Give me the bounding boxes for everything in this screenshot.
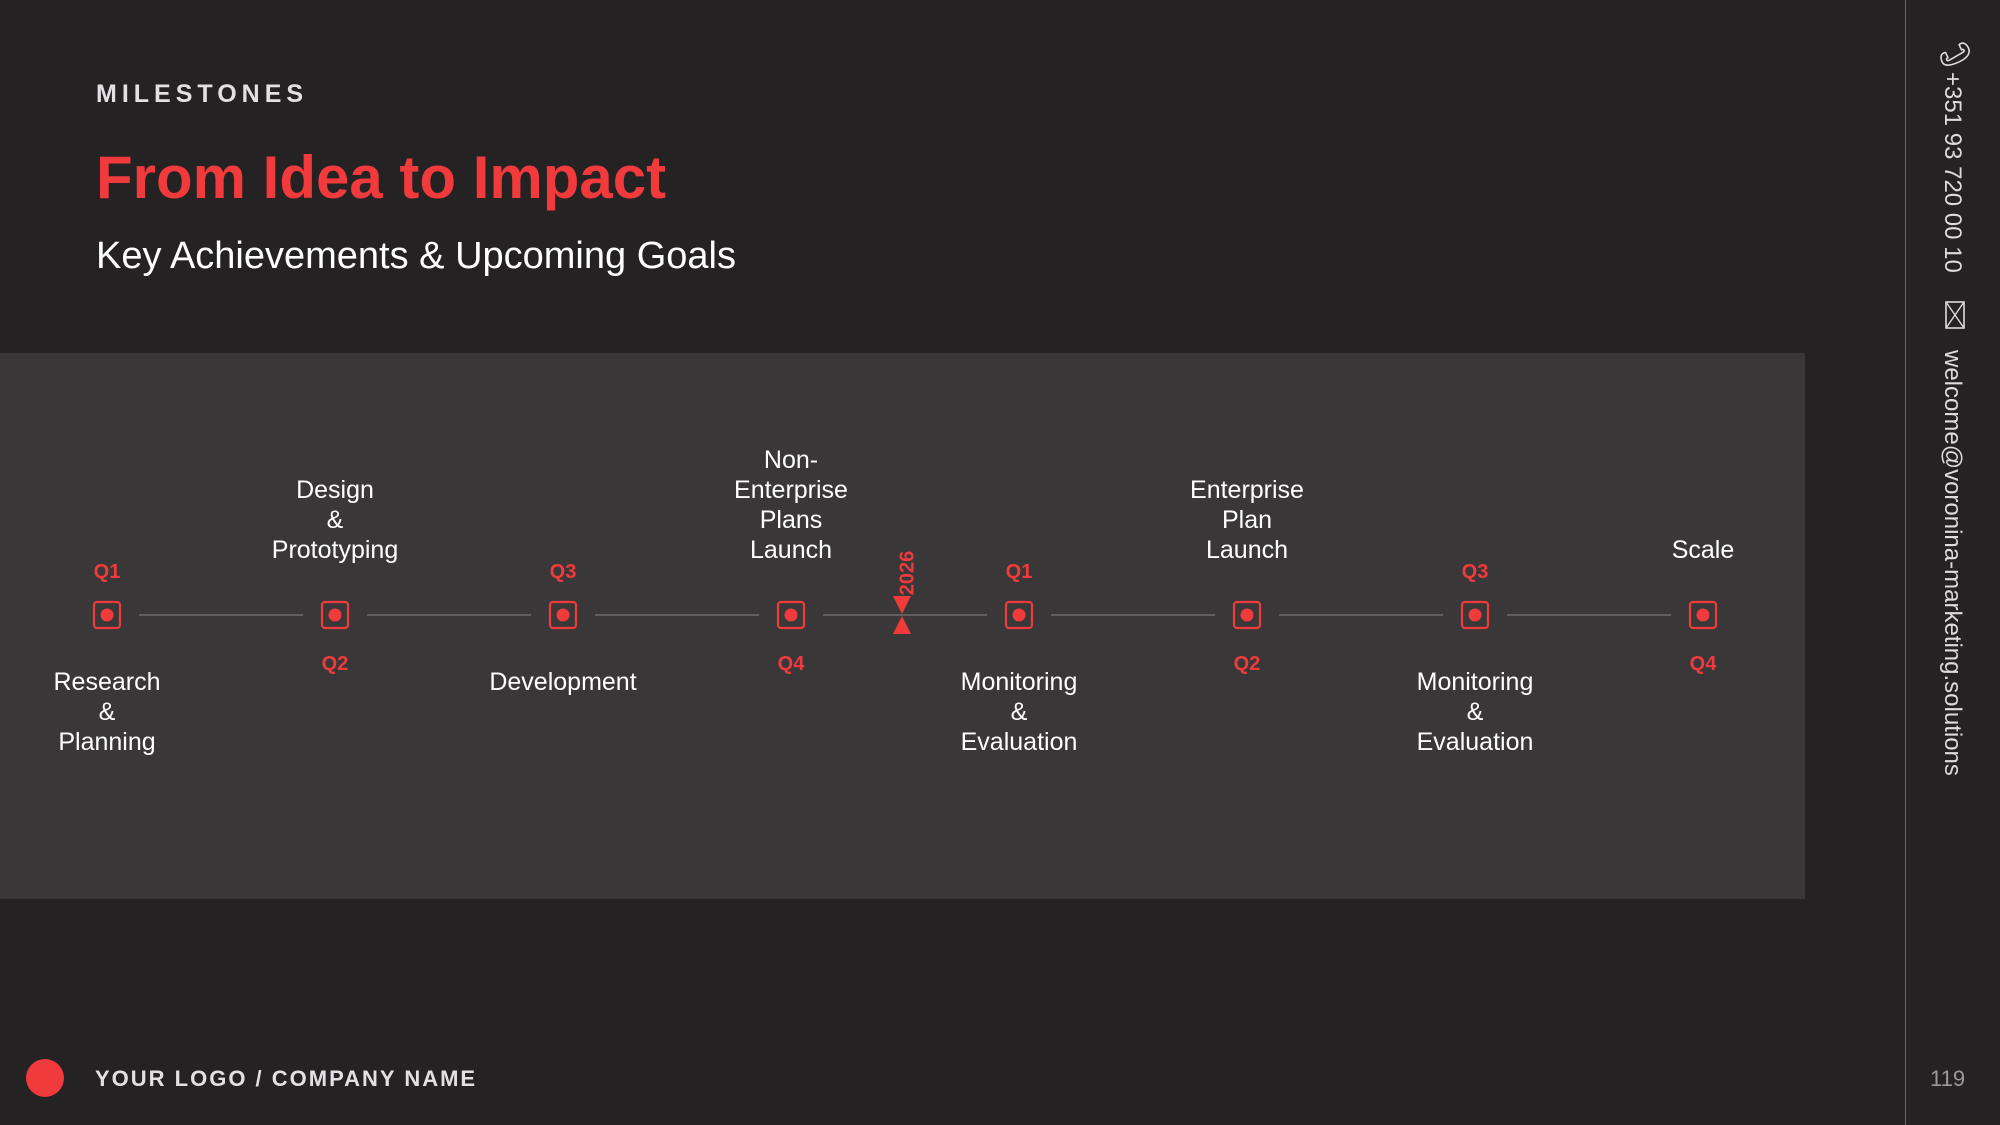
- milestone-quarter: Q2: [321, 653, 349, 675]
- email-address[interactable]: welcome@voronina-marketing.solutions: [1939, 350, 1966, 776]
- phone-number[interactable]: +351 93 720 00 10: [1939, 72, 1966, 273]
- milestone-marker-icon: [1004, 600, 1034, 630]
- milestone-marker-icon: [92, 600, 122, 630]
- sidebar-divider: [1905, 0, 1906, 1125]
- milestone-quarter: Q1: [1005, 561, 1033, 583]
- milestone-label: Scale: [1671, 536, 1735, 564]
- milestone-quarter: Q4: [777, 653, 805, 675]
- phone-icon: [1940, 42, 1970, 66]
- milestone-marker-icon: [776, 600, 806, 630]
- envelope-icon: [1945, 301, 1965, 329]
- milestone-marker-icon: [1688, 600, 1718, 630]
- company-name: YOUR LOGO / COMPANY NAME: [95, 1066, 478, 1091]
- milestone-marker-icon: [320, 600, 350, 630]
- eyebrow-label: MILESTONES: [96, 80, 309, 108]
- milestone-quarter: Q3: [1461, 561, 1489, 583]
- milestone-label: Design&Prototyping: [271, 476, 399, 564]
- milestone-label: Monitoring&Evaluation: [1416, 668, 1534, 756]
- milestone-label: Research&Planning: [53, 668, 161, 756]
- milestone-quarter: Q4: [1689, 653, 1717, 675]
- milestone-quarter: Q3: [549, 561, 577, 583]
- page-title: From Idea to Impact: [96, 144, 667, 211]
- company-logo: [26, 1059, 64, 1097]
- page-subtitle: Key Achievements & Upcoming Goals: [96, 235, 736, 277]
- milestone-marker-icon: [1460, 600, 1490, 630]
- milestone-quarter: Q2: [1233, 653, 1261, 675]
- milestone-label: Monitoring&Evaluation: [960, 668, 1078, 756]
- milestone-quarter: Q1: [93, 561, 121, 583]
- page-number: 119: [1930, 1066, 1966, 1091]
- timeline-track: [92, 596, 1718, 634]
- milestone-marker-icon: [1232, 600, 1262, 630]
- milestone-marker-icon: [548, 600, 578, 630]
- milestone-label: Development: [489, 668, 637, 696]
- year-marker-icon: [893, 596, 911, 634]
